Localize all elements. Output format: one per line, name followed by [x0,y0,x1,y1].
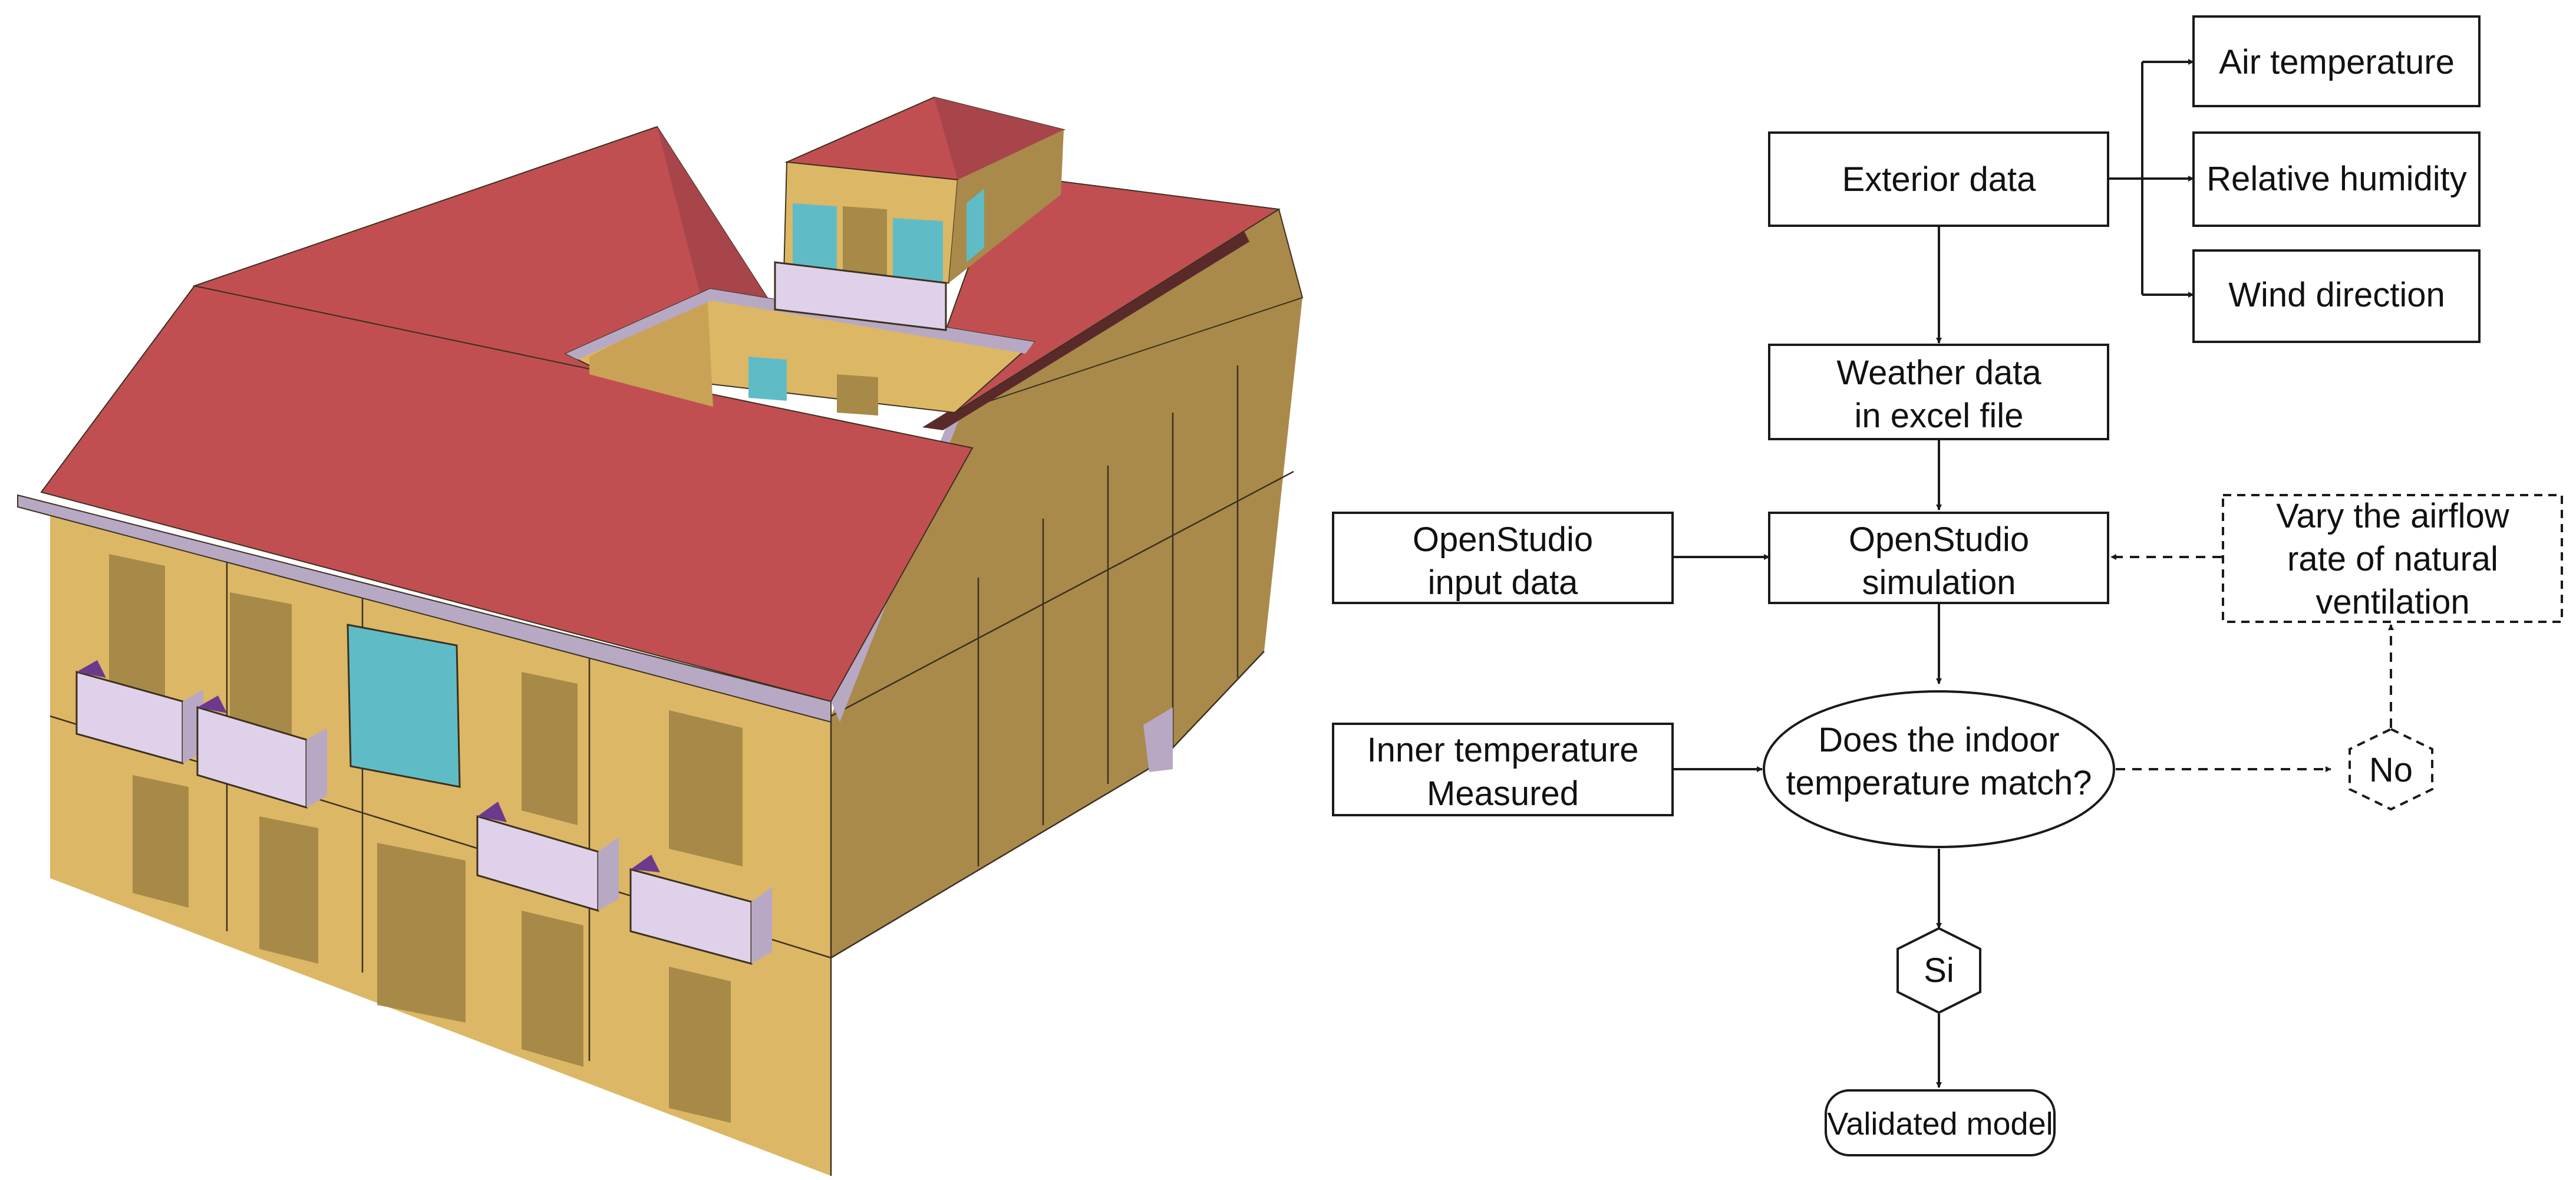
node-decision-line1: Does the indoor [1818,721,2059,759]
node-no: No [2349,727,2433,811]
node-openstudio-input-line1: OpenStudio [1413,520,1593,559]
node-air-temperature: Air temperature [2192,15,2481,107]
node-openstudio-input: OpenStudio input data [1332,512,1674,604]
node-inner-temperature: Inner temperature Measured [1332,723,1674,816]
node-weather-data: Weather data in excel file [1768,344,2109,440]
node-openstudio-simulation-line1: OpenStudio [1849,520,2029,559]
flowchart: Exterior data Air temperature Relative h… [1332,15,2563,1156]
node-wind-direction: Wind direction [2192,249,2481,343]
node-vary-airflow-line2: rate of natural [2287,540,2498,578]
node-inner-temperature-line1: Inner temperature [1367,731,1638,769]
node-openstudio-simulation-line2: simulation [1862,563,2016,602]
node-si-label: Si [1924,951,1954,990]
node-exterior-data: Exterior data [1768,131,2109,227]
node-inner-temperature-line2: Measured [1427,774,1579,813]
building-3d-model [17,96,1304,1176]
front-window [347,624,461,788]
tower-balcony [774,261,947,331]
node-wind-direction-label: Wind direction [2228,276,2445,314]
cornice [17,494,832,723]
front-roof [40,285,974,703]
lower-doors [133,775,731,1123]
node-weather-data-line2: in excel file [1855,397,2024,435]
upper-doors [109,554,743,866]
node-validated-model: Validated model [1825,1089,2056,1156]
node-openstudio-input-line2: input data [1428,563,1579,602]
node-air-temperature-label: Air temperature [2219,43,2455,81]
node-vary-airflow-line1: Vary the airflow [2276,497,2510,535]
node-vary-airflow: Vary the airflow rate of natural ventila… [2222,494,2563,623]
balconies [75,660,772,965]
node-no-label: No [2369,751,2413,789]
node-relative-humidity-label: Relative humidity [2206,160,2467,198]
node-vary-airflow-line3: ventilation [2316,583,2469,621]
node-decision-line2: temperature match? [1786,764,2092,802]
node-exterior-data-label: Exterior data [1842,160,2037,199]
node-relative-humidity: Relative humidity [2192,131,2481,227]
node-weather-data-line1: Weather data [1836,354,2041,392]
node-openstudio-simulation: OpenStudio simulation [1768,512,2109,604]
node-decision: Does the indoor temperature match? [1763,690,2115,848]
node-validated-model-label: Validated model [1827,1106,2053,1142]
node-si: Si [1896,927,1981,1014]
